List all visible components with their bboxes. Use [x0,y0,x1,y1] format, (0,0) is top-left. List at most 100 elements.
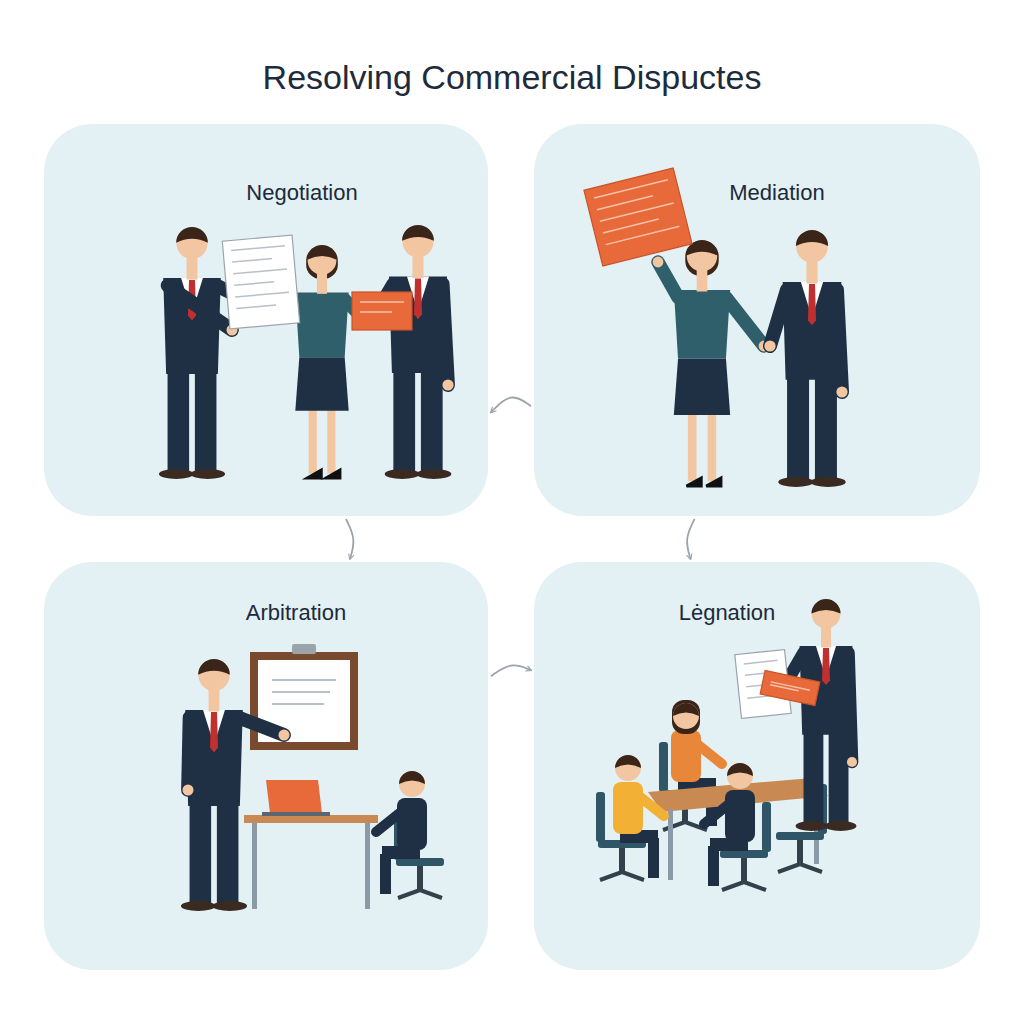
person-figure [777,599,857,831]
arm [770,290,787,346]
shoe [706,478,721,486]
leg [217,800,239,904]
panel-heading: Arbitration [74,600,518,626]
thigh [710,838,748,851]
arm [634,792,664,816]
tie [808,284,816,325]
document-line [606,226,680,244]
shoe [307,470,321,478]
paper-document [222,235,299,329]
hair [727,763,753,776]
arm [345,299,362,318]
head [687,241,717,271]
leg [309,408,317,473]
document-line [234,282,274,285]
leg [815,374,837,480]
hand [366,314,377,325]
document-line [235,292,289,297]
arm [216,286,246,301]
document-line [236,305,276,308]
desk-leg [252,823,257,909]
leg [327,408,335,473]
hand [279,730,290,741]
chair-base [663,822,707,830]
leg [804,729,824,824]
table-top [648,778,828,812]
panel-heading: Negotiation [80,180,524,206]
jacket [783,282,842,380]
hair [402,225,434,241]
thigh [382,846,420,859]
head [615,755,641,781]
hand [847,757,857,767]
leg [829,729,849,824]
office-chair [659,742,709,830]
method-panel: Mediation [534,124,980,516]
shin [380,854,391,894]
leg [393,367,415,472]
document-line [597,196,653,210]
head [673,703,699,729]
leg [688,413,697,482]
chair-base [398,890,442,898]
person-figure [159,227,252,479]
arm [292,299,299,312]
jacket [389,276,447,373]
orange-document [584,168,692,266]
neck [317,270,327,293]
arm [376,808,406,832]
neck [209,686,220,711]
chair-back [762,802,771,852]
head [402,226,433,257]
hair [796,230,828,246]
shoe [191,469,226,479]
jacket [800,646,853,735]
laptop-base [262,812,330,816]
arm [658,262,678,297]
document-line [747,696,771,699]
easel-clip [292,644,316,654]
document-line [600,203,674,221]
skirt [295,357,348,410]
document-sheet [352,292,412,330]
document-line [360,311,392,313]
person-figure [366,225,453,479]
torso [671,730,701,782]
hair [399,771,425,784]
hair [306,246,338,279]
chair-post [741,858,747,882]
chair-back [659,742,668,792]
thigh [620,830,658,843]
document-sheet [584,168,692,266]
document-line [770,685,798,691]
shirt [816,646,836,678]
method-panel: Negotiation [44,124,488,516]
arm [704,800,734,824]
shoe [213,901,248,911]
document-line [231,246,285,251]
method-panel: Lėgnation [534,562,980,970]
blouse [295,292,348,357]
easel-board [250,644,358,750]
arm [848,653,852,762]
neck [697,267,708,292]
shirt [181,278,203,313]
neck [806,258,817,284]
shoe [796,821,828,831]
jacket [185,710,243,806]
arm [238,718,284,736]
shoe [687,478,702,486]
shoe [825,821,857,831]
easel-line [272,691,330,693]
shoe [326,470,340,478]
shirt [801,282,823,318]
arm [782,653,804,690]
torso [725,790,755,842]
shirt [407,276,429,311]
hand [764,340,775,351]
office-chair [394,810,444,898]
chair-back [394,810,403,860]
hand [836,386,847,397]
